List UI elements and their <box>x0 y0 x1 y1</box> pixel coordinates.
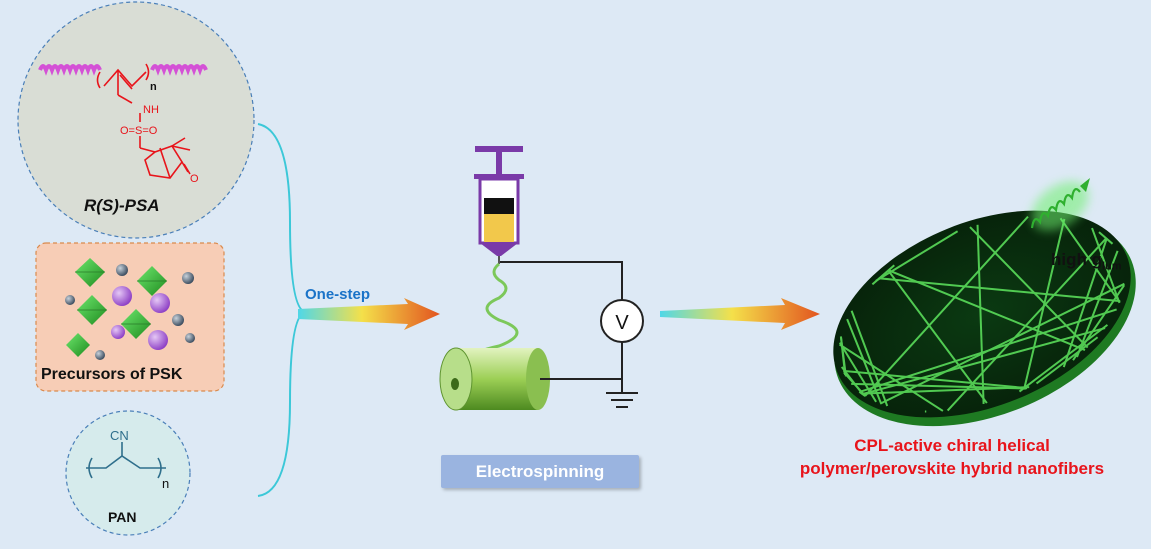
nanofiber-strand <box>864 215 1029 397</box>
glum-label-subscript: lum <box>1101 260 1122 273</box>
nanofiber-strand <box>976 224 985 404</box>
pan-molecule-panel: CN n <box>65 410 191 536</box>
psa-nh-atom: NH <box>143 104 159 116</box>
halide-ion <box>172 314 184 326</box>
psa-sulfonyl-atom: O=S=O <box>120 125 158 137</box>
one-step-arrow <box>298 298 440 330</box>
halide-ion <box>116 264 128 276</box>
nanofiber-strand <box>839 336 847 377</box>
nanofiber-strand <box>1018 324 1109 393</box>
nanofiber-strand <box>875 230 959 282</box>
product-title-line2: polymer/perovskite hybrid nanofibers <box>799 459 1105 478</box>
halide-ion <box>185 333 195 343</box>
rotating-collector-icon <box>439 347 550 411</box>
voltage-symbol: V <box>615 312 629 334</box>
input-bracket <box>257 123 309 497</box>
nanofiber-strand <box>879 282 1125 405</box>
nanofiber-strand <box>1059 217 1121 303</box>
psa-n-subscript: n <box>150 81 157 93</box>
nanofiber-strand <box>969 226 1089 349</box>
nanofiber-strand <box>839 343 944 412</box>
nanofiber-strand <box>1035 336 1099 385</box>
product-title: CPL-active chiral helical polymer/perovs… <box>752 434 1151 480</box>
psa-backbone <box>96 63 191 179</box>
nanofiber-strand <box>1076 250 1119 358</box>
cpl-helix-icon <box>1030 178 1090 231</box>
cation-ion <box>112 286 132 306</box>
octahedron-5 <box>66 333 90 357</box>
syringe-icon <box>474 146 524 264</box>
nanofiber-strand <box>862 327 1106 396</box>
octahedron-4 <box>121 309 151 339</box>
psk-label: Precursors of PSK <box>41 366 183 383</box>
cation-ion <box>148 330 168 350</box>
halide-ion <box>65 295 75 305</box>
pan-cn-atom: CN <box>110 428 129 443</box>
nanofiber-strand <box>850 310 889 407</box>
voltmeter-icon <box>600 299 644 343</box>
helix-right <box>150 64 208 76</box>
halide-ion <box>182 272 194 284</box>
product-title-line1: CPL-active chiral helical <box>854 436 1050 455</box>
octahedron-1 <box>75 258 105 287</box>
pan-label: PAN <box>108 509 137 525</box>
psk-precursor-panel <box>35 242 225 392</box>
electrospinning-label: Electrospinning <box>441 455 639 488</box>
nanofiber-strand <box>1091 227 1121 304</box>
nanofiber-strand <box>946 237 1108 412</box>
one-step-label: One-step <box>305 286 371 303</box>
halide-ion <box>95 350 105 360</box>
nanofiber-strand <box>887 269 1086 351</box>
nanofiber-strand <box>843 371 867 397</box>
psa-label: R(S)-PSA <box>84 196 160 215</box>
voltage-circuit: V <box>500 261 644 408</box>
nanofiber-strand <box>887 269 988 404</box>
glum-label: high glum <box>1051 250 1122 272</box>
psa-ketone-atom: O <box>190 173 199 185</box>
octahedron-2 <box>137 266 167 296</box>
cation-ion <box>150 293 170 313</box>
product-arrow <box>660 298 820 330</box>
pan-n-subscript: n <box>162 476 169 491</box>
helix-left <box>38 64 102 76</box>
cation-ion <box>111 325 125 339</box>
octahedron-3 <box>77 295 107 325</box>
nanofiber-mat <box>833 210 1136 427</box>
nanofiber-strand <box>858 391 866 397</box>
glum-label-main: high g <box>1051 250 1102 269</box>
nanofiber-strand <box>843 369 1028 390</box>
psa-molecule-panel: n NH O=S=O O <box>17 1 255 239</box>
nanofiber-strand <box>871 264 895 286</box>
